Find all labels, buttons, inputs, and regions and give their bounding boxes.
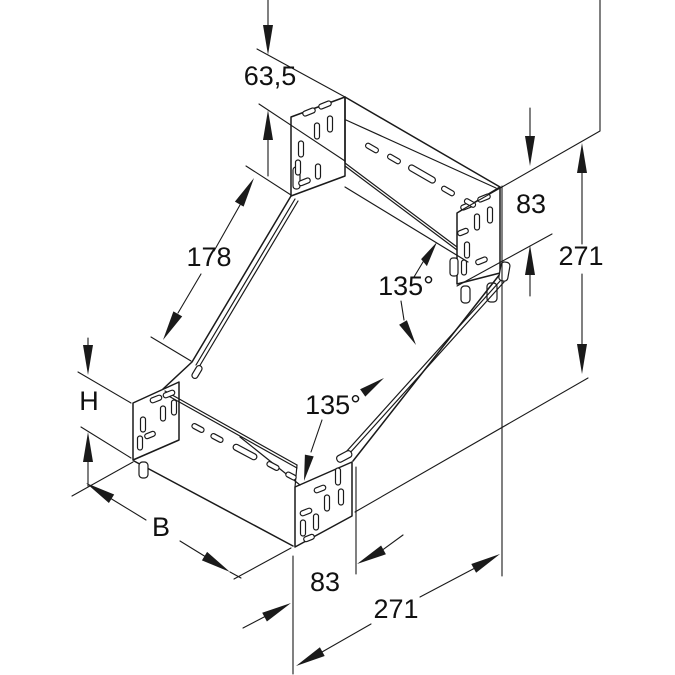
slope-section xyxy=(162,195,511,486)
dimension-lower-angle: 135° xyxy=(304,378,384,481)
tab xyxy=(460,285,471,304)
dim-label-178: 178 xyxy=(186,242,231,272)
tab xyxy=(138,461,149,479)
dimension-slope-length: 178 xyxy=(150,165,292,362)
dim-label-135-upper: 135° xyxy=(378,271,434,301)
dim-label-H: H xyxy=(79,386,99,416)
tray-body xyxy=(132,96,511,548)
dimension-upper-angle: 135° xyxy=(378,242,437,345)
top-near-end-plate xyxy=(290,96,346,197)
perforations xyxy=(299,467,345,543)
tab xyxy=(335,450,353,463)
dim-label-B: B xyxy=(152,512,170,542)
web-slots xyxy=(191,423,297,481)
dim-label-271-side: 271 xyxy=(558,241,603,271)
dimension-side-depth: 83 xyxy=(456,107,601,297)
web-slots xyxy=(365,142,477,208)
dimension-top-offset: 63,5 xyxy=(244,0,346,177)
tab xyxy=(191,364,203,380)
dimension-side-rise: 271 xyxy=(354,0,604,513)
dimension-bottom-offset: 83 xyxy=(242,466,404,675)
top-run xyxy=(344,96,501,263)
bottom-near-end-plate xyxy=(132,381,180,479)
tab xyxy=(449,257,459,277)
perforations xyxy=(294,100,334,187)
bottom-far-end-plate xyxy=(294,461,353,548)
bottom-run xyxy=(133,390,298,547)
dim-label-83-bottom: 83 xyxy=(310,567,340,597)
upper-bend-crease xyxy=(344,186,469,263)
dim-label-63-5: 63,5 xyxy=(244,61,297,91)
dim-label-83-side: 83 xyxy=(516,189,546,219)
dimension-width: B xyxy=(71,461,292,580)
dim-label-135-lower: 135° xyxy=(305,390,361,420)
dimension-bottom-run: 271 xyxy=(296,185,503,666)
dim-label-271-bottom: 271 xyxy=(373,594,418,624)
perforations xyxy=(136,389,178,451)
dimension-height: H xyxy=(77,337,132,487)
